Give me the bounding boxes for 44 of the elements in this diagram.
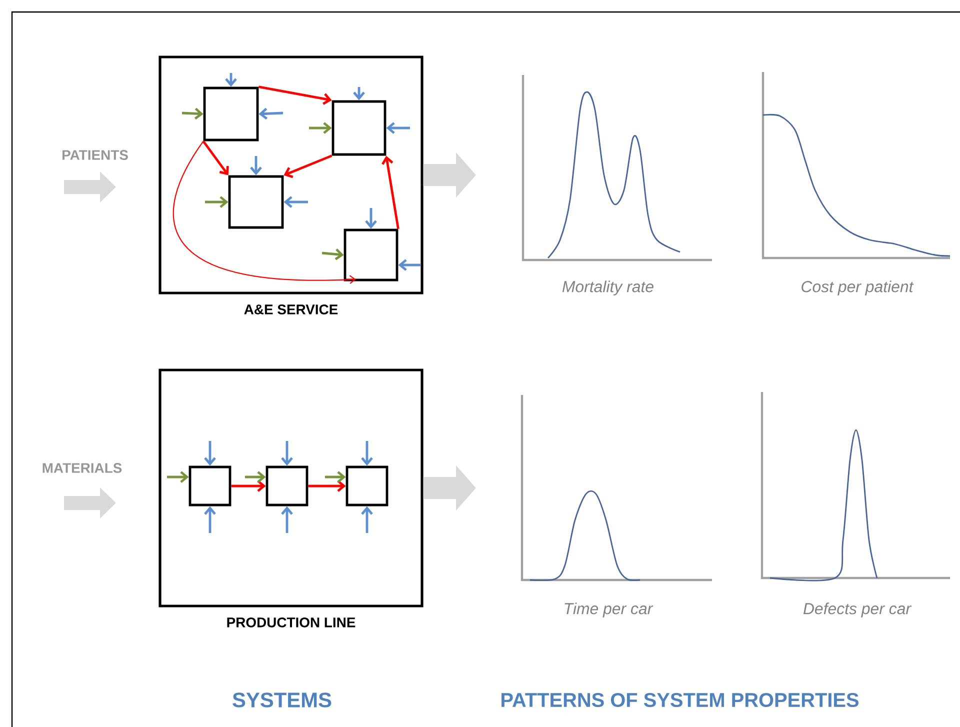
arrow (353, 87, 365, 100)
arrow (258, 86, 332, 105)
arrow (361, 506, 373, 533)
axis-caption: Time per car (564, 602, 654, 618)
arrow (386, 122, 410, 134)
arrow (205, 196, 228, 208)
arrow (167, 471, 189, 483)
arrow (322, 248, 344, 260)
process-box (203, 86, 259, 142)
arrow (308, 480, 346, 492)
arrow (245, 471, 266, 483)
arrow (202, 140, 229, 176)
arrow (204, 506, 216, 533)
arrow (398, 259, 421, 271)
arrow (204, 441, 216, 466)
process-box (266, 466, 308, 506)
arrow (365, 208, 377, 229)
section-heading: SYSTEMS (232, 692, 332, 708)
input-label: PATIENTS (62, 150, 128, 160)
arrow (284, 196, 308, 208)
arrow (325, 471, 346, 483)
arrow (382, 156, 400, 229)
arrow (284, 154, 332, 178)
arrow (231, 480, 266, 492)
process-box (332, 100, 386, 156)
arrow (173, 140, 356, 284)
arrow (309, 122, 332, 134)
process-box (228, 175, 284, 229)
arrow (225, 73, 237, 87)
axis-caption: Cost per patient (802, 280, 914, 296)
section-heading: PATTERNS OF SYSTEM PROPERTIES (502, 692, 858, 708)
arrow (281, 441, 293, 466)
axis-caption: Defects per car (803, 602, 912, 618)
arrow (250, 156, 262, 176)
arrow (258, 108, 284, 120)
axis-caption: Mortality rate (562, 280, 654, 296)
process-box (346, 466, 388, 506)
arrow (281, 506, 293, 533)
process-box (188, 466, 232, 506)
arrow (182, 108, 204, 120)
arrow (361, 441, 373, 466)
system-box: PRODUCTION LINE (158, 368, 424, 628)
input-label: MATERIALS (42, 463, 122, 473)
process-box (344, 228, 398, 282)
